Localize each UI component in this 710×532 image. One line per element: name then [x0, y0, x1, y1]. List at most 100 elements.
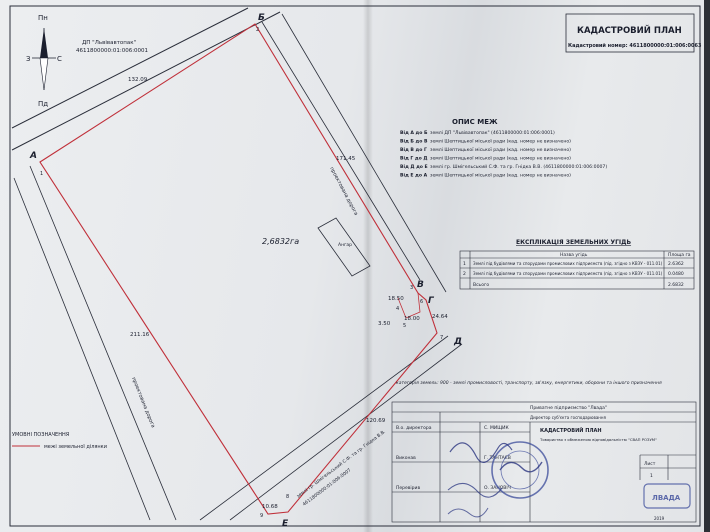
vertex-9: 9	[260, 513, 263, 519]
road-bottom-edge-1	[199, 335, 449, 521]
building-label: Ангар	[338, 242, 352, 248]
bottom-neighbor-label: землі гр. Шмігельський С.Ф. та гр. Гнідк…	[295, 428, 387, 500]
road-left-label: проектована дорога	[130, 377, 156, 429]
point-e-label: Е	[282, 519, 289, 529]
boundary-range-3: Від В до Г	[400, 147, 427, 153]
stamp-plan-title: КАДАСТРОВИЙ ПЛАН	[540, 426, 602, 434]
explication-row-2-name: Землі під будівлями та спорудами промисл…	[473, 271, 663, 276]
round-seal-icon	[491, 441, 549, 499]
signature-icon	[447, 442, 513, 518]
road-right-label: проектована дорога	[328, 166, 359, 216]
explication-row-1-num: 1	[463, 261, 466, 267]
outer-frame	[9, 5, 701, 527]
vertex-3: 3	[410, 285, 413, 291]
road-edge-1	[11, 7, 249, 129]
road-left-edge-1	[13, 177, 151, 521]
point-b-label: Б	[258, 13, 265, 23]
stamp-owner: Приватне підприємство "Лвада"	[530, 405, 607, 411]
stamp-year: 2019	[654, 516, 665, 521]
brand-stamp-icon: ЛВАДА	[643, 483, 691, 509]
boundary-range-2: Від Б до В	[400, 139, 428, 145]
road-left-edge-2	[29, 165, 177, 521]
stamp-sheet-label: Лист	[644, 461, 656, 467]
vertex-8: 8	[286, 494, 289, 500]
stamp-role-3: Перевірив	[396, 485, 420, 491]
vertex-1: 1	[40, 171, 43, 177]
compass-north: Пн	[38, 14, 48, 22]
compass-east: С	[57, 55, 62, 63]
distance-d-e: 120.69	[366, 418, 386, 424]
boundary-range-5: Від Д до Е	[400, 164, 428, 170]
dark-edge	[704, 0, 710, 532]
stamp-director-row: Директор суб'єкта господарювання	[530, 415, 606, 420]
parcel-area: 2,6832га	[262, 237, 299, 246]
stamp-company: Товариство з обмеженою відповідальністю …	[539, 437, 657, 442]
top-neighbor-number: 4611800000:01:006:0001	[76, 48, 148, 54]
road-bottom-edge-2	[229, 343, 463, 521]
parcel-boundary	[39, 23, 438, 515]
parcel-notch	[397, 292, 421, 319]
compass-south: Пд	[38, 100, 48, 108]
stamp-sheet-number: 1	[650, 473, 653, 479]
paper-fold	[363, 0, 373, 532]
stamp-name-2: Г. ТАНТАЄВ	[484, 455, 511, 461]
boundary-range-4: Від Г до Д	[400, 156, 427, 162]
explication-col-name: Назва угідь	[560, 252, 588, 258]
legend-item: межі земельної ділянки	[44, 444, 107, 450]
distance-notch-top: 18.50	[388, 296, 404, 302]
distance-notch-bottom: 18.00	[404, 316, 420, 322]
boundary-text-6: землі Шептицької міської ради (кад. номе…	[430, 173, 571, 179]
vertex-5: 5	[403, 323, 406, 329]
point-a-label: А	[29, 151, 37, 161]
stamp-name-1: С. МИЩИК	[484, 425, 510, 431]
explication-total-label: Всього	[473, 282, 489, 288]
vertex-6: 6	[420, 299, 423, 305]
legend-title: УМОВНІ ПОЗНАЧЕННЯ	[12, 432, 69, 438]
compass-icon	[32, 28, 56, 91]
boundary-text-5: землі гр. Шмігельський С.Ф. та гр. Гнідк…	[430, 163, 607, 170]
boundary-text-2: землі Шептицької міської ради (кад. номе…	[430, 139, 571, 145]
distance-e-a: 211.16	[130, 332, 150, 338]
road-edge-2	[11, 11, 281, 151]
boundary-text-3: землі Шептицької міської ради (кад. номе…	[430, 147, 571, 153]
vertex-4: 4	[396, 306, 399, 312]
cadastral-number: Кадастровий номер: 4611800000:01:006:006…	[568, 42, 702, 49]
building-outline	[317, 217, 371, 277]
top-neighbor-name: ДП "Львівавтопак"	[82, 40, 136, 46]
point-g-label: Г	[428, 296, 435, 306]
stamp-name-3: О. ЗАНОВІЧ	[484, 485, 511, 491]
explication-row-2-area: 0.0480	[668, 271, 684, 277]
brand-stamp-text: ЛВАДА	[652, 494, 681, 502]
distance-g-d: 24.64	[432, 314, 448, 320]
point-v-label: В	[417, 280, 424, 290]
compass-west: З	[26, 55, 31, 63]
distance-a-b: 132.09	[128, 77, 148, 83]
vertex-7: 7	[440, 335, 443, 341]
plan-title: КАДАСТРОВИЙ ПЛАН	[577, 24, 682, 36]
explication-title: ЕКСПЛІКАЦІЯ ЗЕМЕЛЬНИХ УГІДЬ	[516, 239, 631, 246]
vertex-2: 2	[256, 27, 259, 33]
distance-notch-side: 3.50	[378, 321, 391, 327]
land-category-note: категорія земель: 900 - землі промислово…	[396, 380, 662, 386]
explication-col-area: Площа га	[668, 252, 691, 258]
title-box	[565, 13, 695, 53]
distance-b-v: 171.45	[336, 156, 356, 162]
boundaries-title: ОПИС МЕЖ	[452, 118, 498, 126]
explication-row-2-num: 2	[463, 271, 466, 277]
explication-total-area: 2.6832	[668, 282, 684, 288]
point-d-label: Д	[453, 337, 462, 347]
boundary-text-1: землі ДП "Львівавтопак" (4611800000:01:0…	[430, 130, 555, 136]
boundary-range-1: Від А до Б	[400, 130, 428, 136]
stamp-role-1: В.о. директора	[396, 425, 432, 431]
road-right-edge-2	[281, 13, 447, 293]
explication-row-1-name: Землі під будівлями та спорудами промисл…	[473, 261, 663, 266]
stamp-table	[391, 401, 697, 523]
explication-table	[459, 250, 695, 290]
distance-e-short: 10.68	[262, 504, 278, 510]
boundary-range-6: Від Е до А	[400, 173, 428, 179]
road-right-edge-1	[261, 21, 421, 281]
boundary-text-4: землі Шептицької міської ради (кад. номе…	[430, 156, 571, 162]
